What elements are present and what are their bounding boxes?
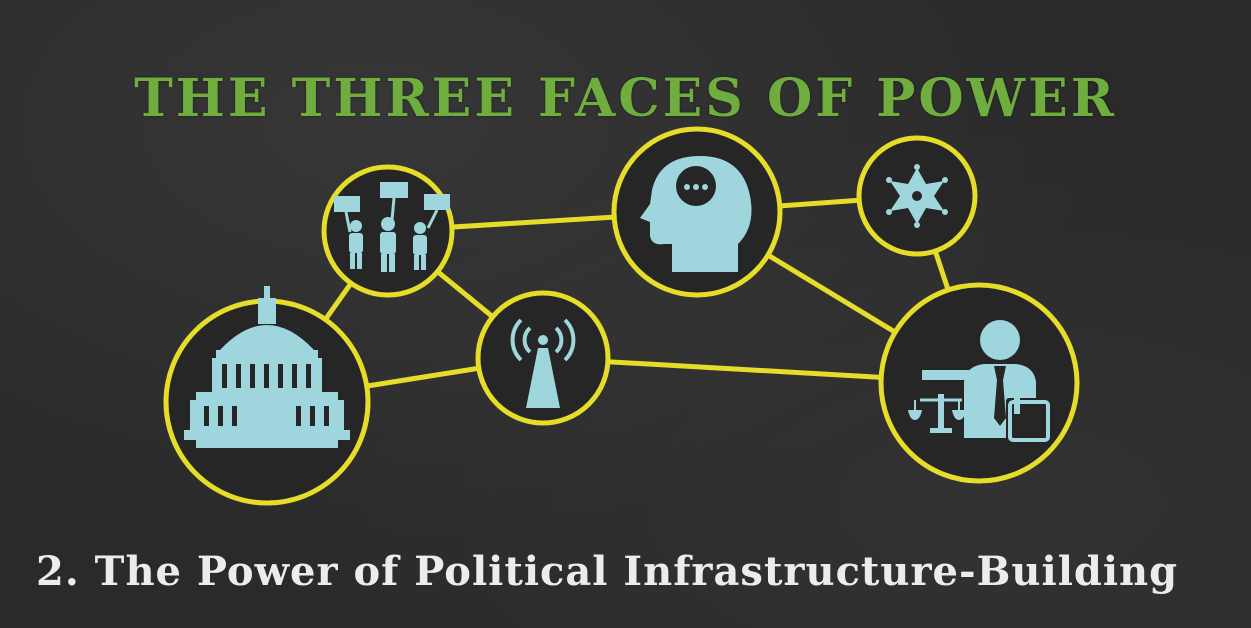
- capitol-building-icon: [184, 286, 350, 448]
- diagram-title: THE THREE FACES OF POWER: [134, 68, 1117, 129]
- diagram-subtitle: 2. The Power of Political Infrastructure…: [36, 548, 1179, 595]
- node-broadcast: [475, 290, 611, 426]
- head-thinking-icon: [640, 156, 752, 272]
- node-lawyer: [878, 282, 1080, 484]
- node-thinking: [611, 126, 783, 298]
- node-sheriff: [856, 135, 978, 257]
- node-capitol: [163, 286, 371, 506]
- sheriff-star-icon: [886, 164, 948, 228]
- node-protest: [321, 164, 455, 298]
- protesters-icon: [334, 182, 450, 272]
- lawyer-scales-icon: [908, 320, 1052, 442]
- broadcast-tower-icon: [510, 318, 576, 408]
